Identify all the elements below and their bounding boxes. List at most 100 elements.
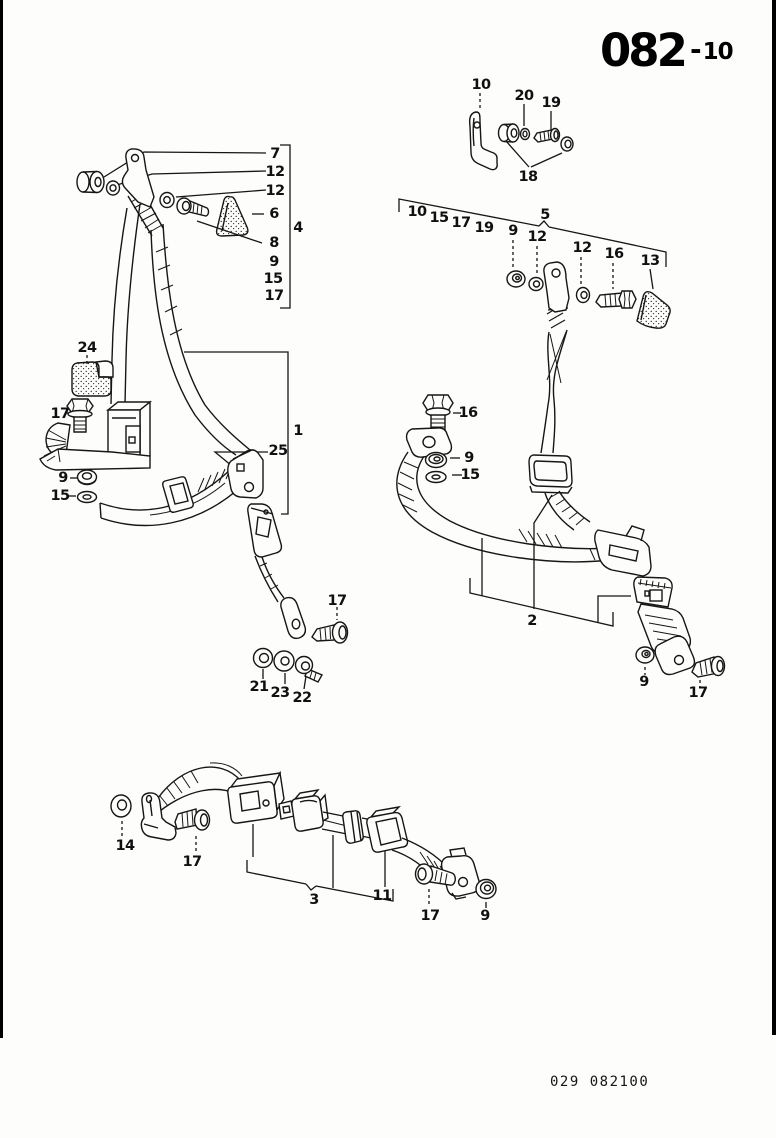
page-number: 10 (702, 39, 734, 65)
callout-16-part-1: 1 (293, 422, 303, 439)
hook-anchor (140, 792, 177, 841)
rear-belt-loop (528, 454, 573, 494)
callout-39-part-17: 17 (688, 684, 709, 701)
callout-45-part-9: 9 (480, 907, 490, 924)
buckle-body (247, 503, 283, 558)
rear-belt-assembly (396, 261, 726, 678)
callout-37-part-2: 2 (527, 612, 537, 629)
grommet-9-rear-top (506, 270, 526, 288)
callout-8-part-6: 6 (269, 205, 279, 222)
retractor-cover-24 (71, 360, 114, 397)
screw-19 (533, 127, 561, 143)
callout-7-part-12: 12 (265, 182, 286, 199)
callout-36-part-15: 15 (460, 466, 481, 483)
callout-13-part-17: 17 (264, 287, 285, 304)
washer-small (519, 127, 531, 141)
rear-bottom-anchor (654, 635, 696, 676)
callout-34-part-16: 16 (458, 404, 479, 421)
callout-17-part-25: 25 (268, 442, 289, 459)
screw-16-rear (595, 290, 637, 309)
callout-12-part-15: 15 (263, 270, 284, 287)
grommet-21 (252, 647, 274, 669)
rear-lap-belt-webbing (396, 451, 613, 563)
callout-33-part-13: 13 (640, 252, 661, 269)
upper-anchor-fitting (121, 148, 155, 208)
callout-9-part-4: 4 (293, 219, 303, 236)
callout-5-part-7: 7 (270, 145, 280, 162)
hook-strap-10 (468, 111, 498, 171)
callout-21-part-21: 21 (249, 678, 270, 695)
callout-26-part-17: 17 (451, 214, 472, 231)
page-code: 082 - 10 (600, 24, 734, 77)
bolt-16-mid (422, 394, 454, 431)
page-code-separator: - (689, 33, 702, 66)
grommet-9-left (76, 469, 98, 486)
belt-retractor (39, 400, 152, 471)
callout-23-part-22: 22 (292, 689, 313, 706)
bracket-part-5 (398, 198, 667, 267)
ring-12-b (159, 191, 175, 209)
screw-8 (176, 197, 210, 217)
lap-belt-webbing (99, 466, 244, 527)
callout-11-part-9: 9 (269, 253, 279, 270)
belt-guide-loop (162, 476, 194, 513)
callout-22-part-23: 23 (270, 684, 291, 701)
washer-14 (110, 794, 132, 818)
sail-cover-13 (636, 290, 671, 329)
callout-31-part-12: 12 (572, 239, 593, 256)
sail-cover-6 (215, 195, 249, 237)
callout-38-part-9: 9 (639, 673, 649, 690)
screw-22 (294, 655, 323, 683)
lap3-end-frame-11 (366, 805, 409, 853)
grommet-9-bottom (475, 878, 497, 900)
callout-43-part-11: 11 (372, 887, 393, 904)
spacer-bushing-7 (76, 170, 105, 194)
spacer-sleeve-20 (497, 123, 520, 143)
callout-3-part-19: 19 (541, 94, 562, 111)
lap-belt-assembly (110, 762, 497, 900)
catalog-code: 082 (600, 24, 688, 77)
buckle-stalk (254, 555, 285, 603)
bolt-17-rear (691, 655, 726, 678)
lap3-clamp (342, 810, 364, 844)
callout-44-part-17: 17 (420, 907, 441, 924)
callout-35-part-9: 9 (464, 449, 474, 466)
scan-edge-left (0, 0, 3, 1038)
bolt-17-buckle (311, 621, 349, 644)
leader-lines (67, 93, 701, 908)
bracket-part-1 (184, 351, 289, 515)
washer-15-mid (425, 470, 447, 484)
washer-12-a (105, 180, 121, 196)
callout-6-part-12: 12 (265, 163, 286, 180)
callout-30-part-12: 12 (527, 228, 548, 245)
rear-shoulder-belt (540, 305, 591, 531)
callout-28-part-5: 5 (540, 206, 550, 223)
lap3-anchor-bracket (440, 847, 481, 900)
callout-29-part-9: 9 (508, 222, 518, 239)
front-belt-assembly (39, 148, 349, 683)
scan-edge-right (772, 0, 776, 1035)
bracket-part-3 (246, 860, 394, 902)
washer-15-left (76, 490, 98, 504)
shoulder-belt-webbing (110, 189, 251, 456)
lap3-adjuster (291, 788, 329, 832)
callout-24-part-10: 10 (407, 203, 428, 220)
lap3-buckle-housing (227, 770, 285, 824)
lock-ring (560, 136, 574, 152)
callout-10-part-8: 8 (269, 234, 279, 251)
callout-41-part-17: 17 (182, 853, 203, 870)
callout-32-part-16: 16 (604, 245, 625, 262)
rear-upper-anchor (543, 261, 570, 313)
mid-anchor-plate (405, 427, 453, 458)
bracket-part-2 (469, 578, 614, 627)
bolt-17-bottom-left (174, 808, 211, 831)
stalk-end-anchor (280, 596, 307, 640)
lap3-tongue (278, 800, 295, 820)
callout-19-part-15: 15 (50, 487, 71, 504)
callout-18-part-9: 9 (58, 469, 68, 486)
callout-14-part-24: 24 (77, 339, 98, 356)
upper-mount-hardware-group (468, 111, 574, 171)
bolt-17-bottom-right (414, 863, 457, 886)
